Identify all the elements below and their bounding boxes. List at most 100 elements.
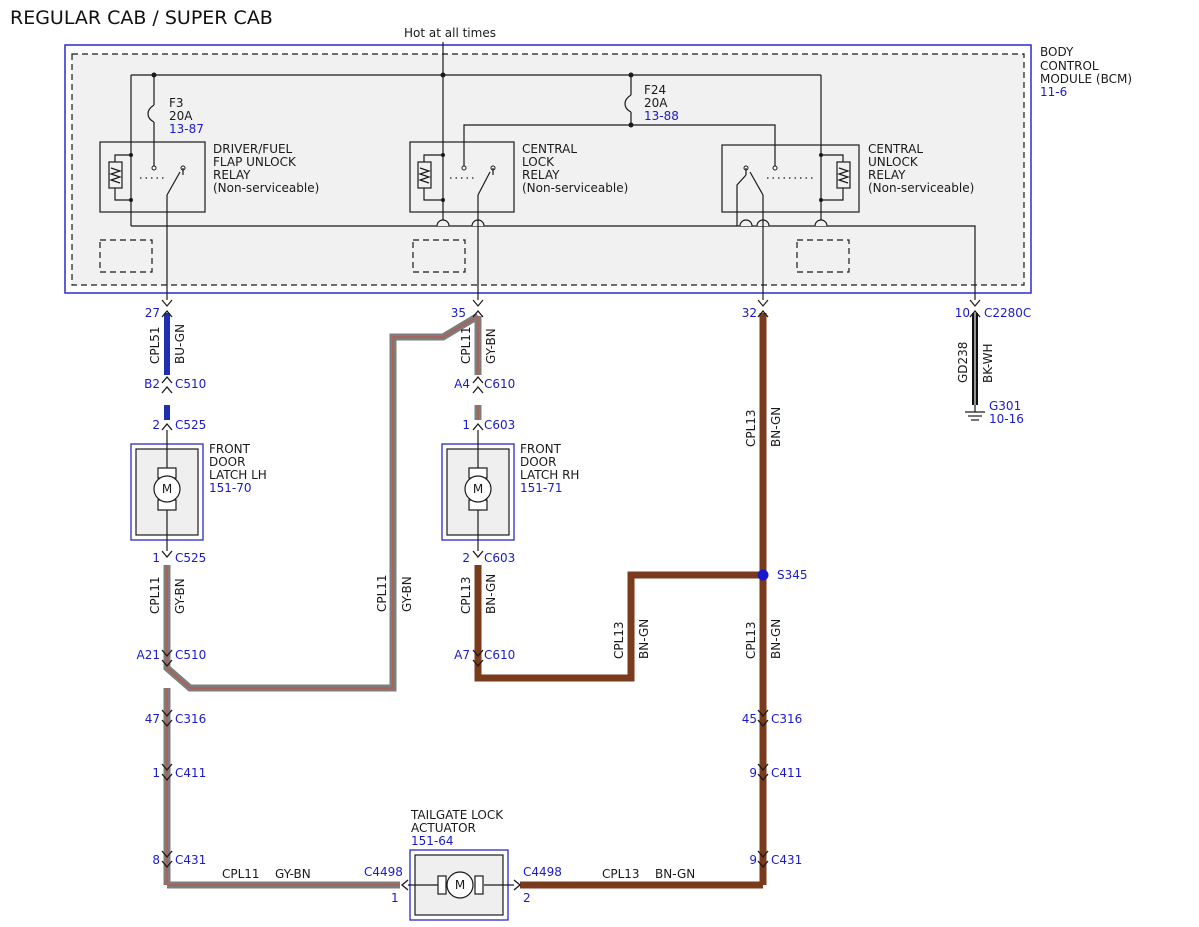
pin-2-c603: 2 (462, 551, 470, 565)
wire-label-cpl13-mid: CPL13 (612, 621, 626, 659)
wire-label-cpl13-rh: CPL13 (459, 576, 473, 614)
relay-3-line4: (Non-serviceable) (868, 181, 974, 195)
relay-1-line4: (Non-serviceable) (213, 181, 319, 195)
latch-lh-ref: 151-70 (209, 481, 252, 495)
wire-label-cpl13-lower: CPL13 (744, 621, 758, 659)
ground-g301: G301 (989, 399, 1021, 413)
wire-label-bn-gn-upper: BN-GN (769, 407, 783, 447)
conn-c610-a: C610 (484, 377, 515, 391)
bcm-outline (64, 44, 1032, 294)
wire-label-gy-bn-lh: GY-BN (173, 578, 187, 614)
conn-c4498-b: C4498 (523, 865, 562, 879)
fuse-f3-icon (147, 104, 155, 123)
conn-c431-a: C431 (175, 853, 206, 867)
pin-9-c411: 9 (749, 766, 757, 780)
fuse-f24-icon (624, 94, 632, 113)
relay-2-line4: (Non-serviceable) (522, 181, 628, 195)
pin-1-c525: 1 (152, 551, 160, 565)
wire-label-gy-bn-rh: GY-BN (484, 328, 498, 364)
relay-1-line3: RELAY (213, 168, 251, 182)
hot-at-all-times-label: Hot at all times (404, 26, 496, 40)
relay-2-line1: CENTRAL (522, 142, 577, 156)
front-door-latch-lh: M (130, 430, 204, 551)
relay-2-line3: RELAY (522, 168, 560, 182)
bcm-label-line2: CONTROL (1040, 59, 1099, 73)
wire-label-bn-gn-lower: BN-GN (769, 619, 783, 659)
ground-ref: 10-16 (989, 412, 1024, 426)
wire-label-bu-gn: BU-GN (173, 324, 187, 364)
f24-bus (463, 124, 776, 168)
pin-a7: A7 (454, 648, 470, 662)
fuse-f24-id: F24 (644, 83, 666, 97)
relay-3-line1: CENTRAL (868, 142, 923, 156)
conn-c510-a: C510 (175, 377, 206, 391)
pin-tailgate-2: 2 (523, 891, 531, 905)
latch-rh-line3: LATCH RH (520, 468, 579, 482)
motor-lh-icon (153, 475, 181, 503)
motor-rh-icon (464, 475, 492, 503)
pin-1-c603: 1 (462, 418, 470, 432)
wire-label-cpl11-rh: CPL11 (459, 326, 473, 364)
wire-label-gy-bn-mid: GY-BN (400, 576, 414, 612)
conn-c316-b: C316 (771, 712, 802, 726)
wire-label-cpl13-bottom: CPL13 (602, 867, 640, 881)
wire-label-cpl11-bottom: CPL11 (222, 867, 260, 881)
tailgate-lock-actuator: M (408, 849, 514, 921)
bcm-ground-bus (131, 225, 976, 300)
wire-gy-bn (163, 312, 482, 889)
fuse-f3-ref: 13-87 (169, 122, 204, 136)
latch-lh-line2: DOOR (209, 455, 245, 469)
latch-rh-line1: FRONT (520, 442, 562, 456)
conn-c4498-a: C4498 (364, 865, 403, 879)
relay-2-line2: LOCK (522, 155, 555, 169)
motor-lh-symbol: M (162, 482, 172, 496)
wire-label-gy-bn-bottom: GY-BN (275, 867, 311, 881)
pin-27: 27 (145, 306, 160, 320)
relay-1-line1: DRIVER/FUEL (213, 142, 293, 156)
conn-c316-a: C316 (175, 712, 206, 726)
conn-c525-b: C525 (175, 551, 206, 565)
conn-c411-b: C411 (771, 766, 802, 780)
relay-3-line2: UNLOCK (868, 155, 919, 169)
relay-central-unlock (721, 144, 860, 226)
fuse-f3-rating: 20A (169, 109, 193, 123)
conn-c411-a: C411 (175, 766, 206, 780)
tailgate-line1: TAILGATE LOCK (410, 808, 504, 822)
fuse-f24-ref: 13-88 (644, 109, 679, 123)
pin-8: 8 (152, 853, 160, 867)
conn-c431-b: C431 (771, 853, 802, 867)
pin-47: 47 (145, 712, 160, 726)
motor-rh-symbol: M (473, 482, 483, 496)
conn-c525-a: C525 (175, 418, 206, 432)
wire-bn-gn (474, 313, 767, 889)
pin-32: 32 (742, 306, 757, 320)
wire-bk-wh (965, 313, 985, 421)
conn-c603-b: C603 (484, 551, 515, 565)
wire-label-cpl11-lh: CPL11 (148, 576, 162, 614)
pin-a21: A21 (137, 648, 160, 662)
wire-label-cpl51: CPL51 (148, 326, 162, 364)
bcm-inner-dashed-box (71, 53, 1025, 286)
diagram-title: REGULAR CAB / SUPER CAB (10, 7, 273, 29)
dashed-box-1 (99, 239, 153, 273)
tailgate-ref: 151-64 (411, 834, 454, 848)
conn-c603-a: C603 (484, 418, 515, 432)
dashed-box-2 (412, 239, 466, 273)
bcm-label-line3: MODULE (BCM) (1040, 72, 1132, 86)
fuse-f24-rating: 20A (644, 96, 668, 110)
bcm-label-line1: BODY (1040, 45, 1074, 59)
splice-s345-dot (757, 569, 769, 581)
pin-10: 10 (955, 306, 970, 320)
pin-9-c431: 9 (749, 853, 757, 867)
motor-tailgate-icon (446, 871, 474, 899)
pin-b2: B2 (144, 377, 160, 391)
latch-rh-ref: 151-71 (520, 481, 563, 495)
latch-lh-line3: LATCH LH (209, 468, 267, 482)
wire-label-bn-gn-rh: BN-GN (484, 574, 498, 614)
relay-1-line2: FLAP UNLOCK (213, 155, 297, 169)
conn-c510-b: C510 (175, 648, 206, 662)
motor-tailgate-symbol: M (455, 878, 465, 892)
latch-rh-line2: DOOR (520, 455, 556, 469)
pin-1-c411: 1 (152, 766, 160, 780)
